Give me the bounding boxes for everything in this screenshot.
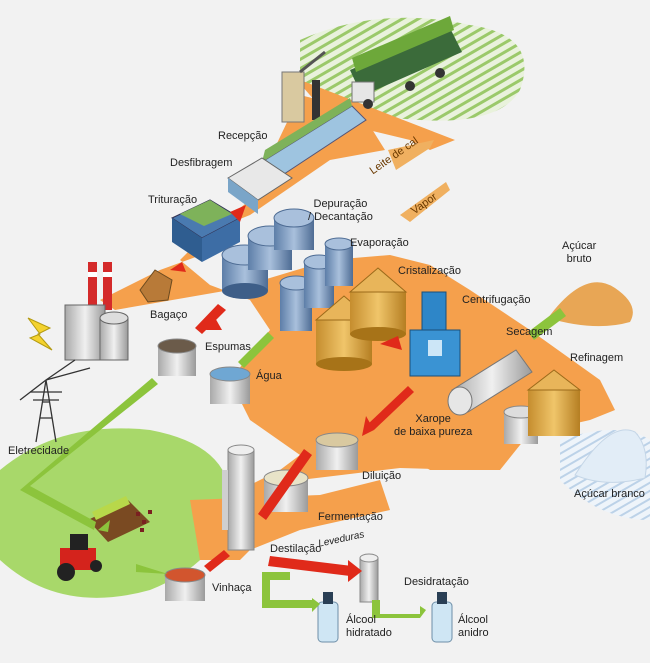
label-depuracao: Depuração / Decantação [308,198,373,224]
label-acucar-bruto-line2: bruto [566,253,592,265]
label-acucar-branco: Açúcar branco [574,488,645,500]
label-diluicao: Diluição [362,470,402,482]
label-desidratacao: Desidratação [404,576,469,588]
label-secagem: Secagem [506,326,553,338]
dehydration-column [359,553,379,603]
label-agua: Água [256,370,282,382]
crane [281,50,326,123]
crystallizer-silos [314,267,408,371]
hydrated-alcohol-bottle [317,592,339,643]
label-bagaco: Bagaço [150,309,188,321]
label-alcool-hidratado-line2: hidratado [346,627,392,639]
label-evaporacao: Evaporação [350,237,409,249]
lime-input-arrow [388,140,434,170]
label-alcool-hidratado-line1: Álcool [346,614,376,626]
shredder [227,157,293,214]
dryer-drum [447,349,533,416]
water-bin [209,366,251,404]
label-acucar-bruto: Açúcar bruto [562,240,596,266]
transmission-tower [19,359,91,443]
label-espumas: Espumas [205,341,251,353]
centrifuge [409,291,461,377]
label-alcool-anidro: Álcool anidro [458,614,489,640]
label-depuracao-line2: / Decantação [308,211,373,223]
label-alcool-hidratado: Álcool hidratado [346,614,392,640]
label-xarope-line1: Xarope [415,413,451,425]
anhydrous-alcohol-bottle [431,592,453,643]
label-acucar-bruto-line1: Açúcar [562,240,597,252]
green-arrows [20,308,566,618]
tractor [57,496,150,581]
white-sugar-pile [574,429,647,483]
label-centrifugacao: Centrifugação [462,294,531,306]
label-depuracao-line1: Depuração [313,198,368,210]
evaporator-tanks [279,237,354,331]
label-alcool-anidro-line1: Álcool [458,614,488,626]
red-arrows [170,205,414,582]
label-desfibragem: Desfibragem [170,157,233,169]
bagasse-pile [139,269,173,303]
label-refinagem: Refinagem [570,352,624,364]
label-trituracao: Trituração [148,194,198,206]
raw-sugar-pile [548,282,633,327]
label-alcool-anidro-line2: anidro [458,627,489,639]
label-recepcao: Recepção [218,130,268,142]
dilution-tank [315,432,359,470]
crusher [170,199,242,262]
refining-silos [503,369,582,444]
decantation-tanks [221,208,315,299]
label-xarope: Xarope de baixa pureza [394,413,472,439]
lightning-icon [27,317,53,351]
label-eletrecidade: Eletrecidade [8,445,70,457]
label-xarope-line2: de baixa pureza [394,426,473,438]
vapor-input-arrow [400,182,450,222]
power-plant [64,262,129,361]
foam-bin [157,338,197,376]
label-vinhaca: Vinhaça [212,582,252,594]
distillation-column [222,444,255,551]
vinasse-bin [164,567,206,601]
label-destilacao: Destilação [270,543,322,555]
cane-bits [136,510,152,532]
sugarcane-truck [350,16,462,109]
label-cristalizacao: Cristalização [398,265,461,277]
label-fermentacao: Fermentação [318,511,383,523]
